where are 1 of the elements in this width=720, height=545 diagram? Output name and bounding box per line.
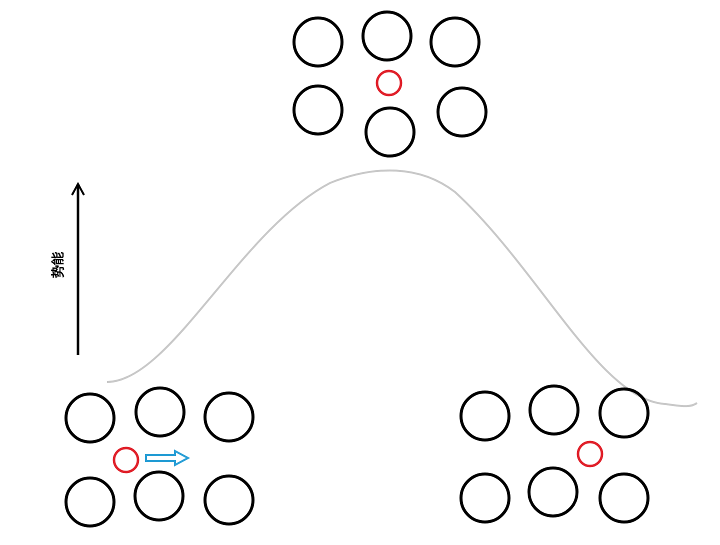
axis-label: 势能: [50, 252, 67, 278]
